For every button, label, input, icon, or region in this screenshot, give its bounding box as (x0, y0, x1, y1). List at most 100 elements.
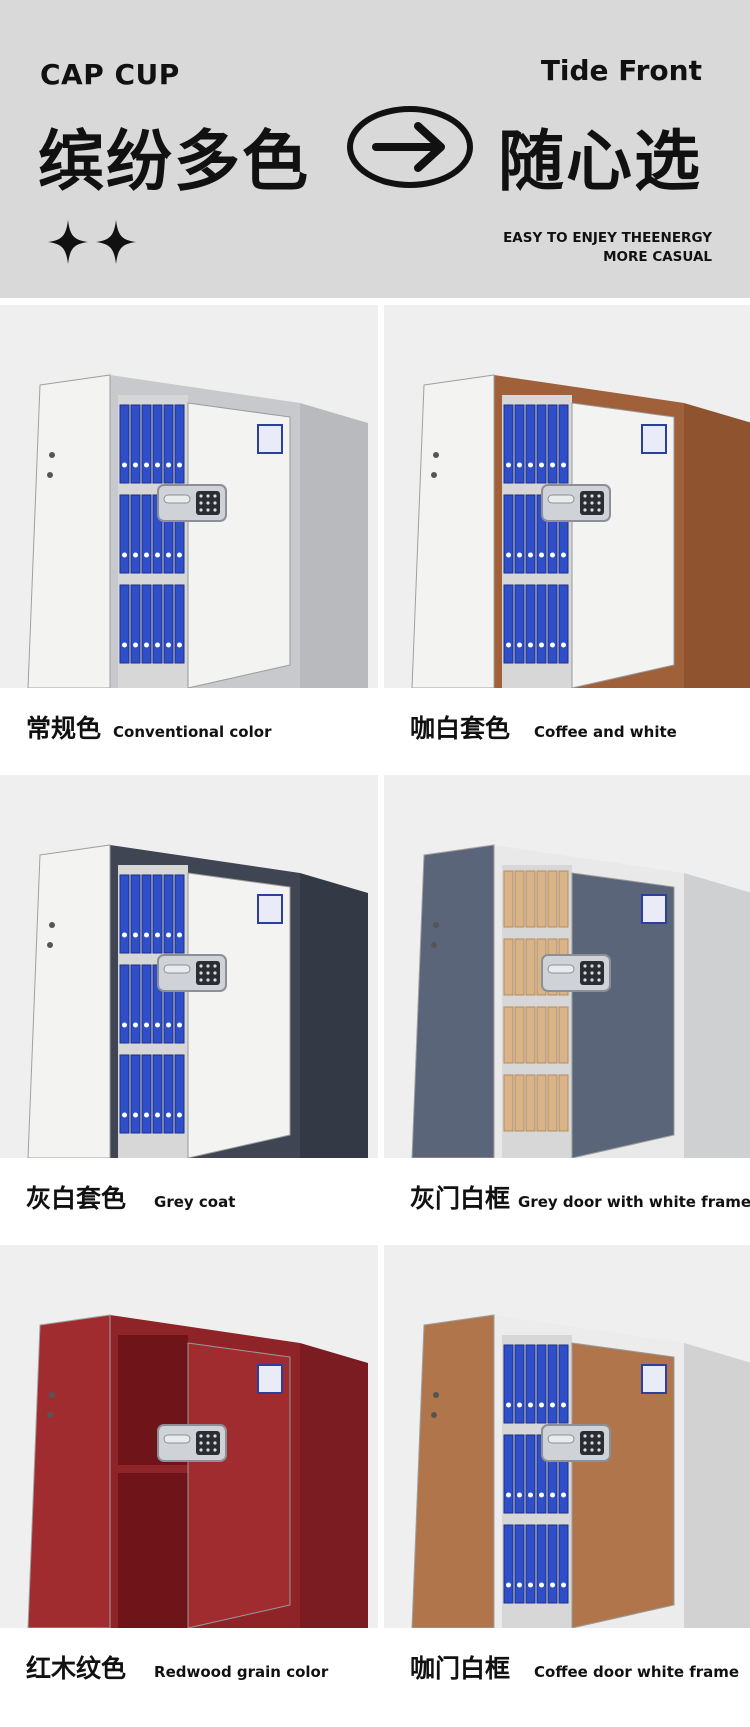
binder-ring (517, 1582, 522, 1588)
binder (514, 1524, 525, 1604)
keypad-button (206, 494, 210, 498)
archive-box (536, 870, 547, 928)
hinge (49, 452, 55, 458)
lock-handle (163, 964, 191, 974)
variant-panel[interactable]: 咖门白框 Coffee door white frame (384, 1245, 750, 1715)
binder (163, 1054, 174, 1134)
open-door (411, 1314, 495, 1628)
binder-ring (122, 1022, 127, 1028)
keypad-button (213, 964, 217, 968)
keypad-button (583, 508, 587, 512)
headline-right: 随心选 (498, 123, 702, 200)
keypad-button (199, 508, 203, 512)
binder (130, 1054, 141, 1134)
cabinet-door (571, 1342, 675, 1628)
binder-ring (539, 462, 544, 468)
binder-ring (517, 1402, 522, 1408)
binder (503, 1524, 514, 1604)
keypad-button (206, 971, 210, 975)
archive-box (536, 1006, 547, 1064)
binder-ring (133, 462, 138, 468)
binder (163, 874, 174, 954)
keypad-button (583, 1448, 587, 1452)
binder-ring (550, 1582, 555, 1588)
binder (130, 404, 141, 484)
open-door (411, 374, 495, 688)
cabinet-side (300, 873, 368, 1158)
binder-ring (155, 932, 160, 938)
keypad-button (199, 1441, 203, 1445)
label-sticker (257, 1364, 283, 1394)
binder-ring (144, 1112, 149, 1118)
binder-ring (517, 552, 522, 558)
cabinet-photo (384, 305, 750, 688)
binder-ring (166, 1112, 171, 1118)
cabinet-side (684, 1343, 750, 1628)
keypad-button (590, 971, 594, 975)
binder-ring (506, 642, 511, 648)
variant-panel[interactable]: 常规色 Conventional color (0, 305, 378, 775)
variant-name-cn: 常规色 (26, 714, 102, 743)
binder (558, 404, 569, 484)
hinge (431, 472, 437, 478)
cabinet-photo (0, 1245, 378, 1628)
binder-ring (539, 552, 544, 558)
keypad-button (213, 1441, 217, 1445)
archive-box (525, 870, 536, 928)
binder (141, 494, 152, 574)
archive-box (547, 1074, 558, 1132)
binder (503, 584, 514, 664)
archive-box (514, 1006, 525, 1064)
keypad-button (590, 508, 594, 512)
variant-name-cn: 红木纹色 (26, 1654, 127, 1683)
keypad-button (206, 978, 210, 982)
hinge (433, 1392, 439, 1398)
binder (547, 404, 558, 484)
archive-box (525, 938, 536, 996)
binder-ring (550, 1492, 555, 1498)
keypad-button (590, 964, 594, 968)
label-sticker (641, 894, 667, 924)
open-door (27, 1314, 111, 1628)
hinge (431, 942, 437, 948)
variant-panel[interactable]: 咖白套色 Coffee and white (384, 305, 750, 775)
binder (152, 1054, 163, 1134)
archive-box (514, 938, 525, 996)
keypad-button (199, 1448, 203, 1452)
binder-ring (133, 1022, 138, 1028)
keypad-button (206, 1448, 210, 1452)
binder (119, 1054, 130, 1134)
binder-ring (155, 462, 160, 468)
keypad-button (583, 964, 587, 968)
four-point-star-icon (48, 220, 88, 264)
binder-ring (539, 1582, 544, 1588)
keypad-button (590, 1441, 594, 1445)
binder-ring (561, 462, 566, 468)
open-door (27, 374, 111, 688)
four-point-star-icon (96, 220, 136, 264)
archive-box (525, 1074, 536, 1132)
variant-panel[interactable]: 灰白套色 Grey coat (0, 775, 378, 1245)
cap-cup-label: CAP CUP (40, 58, 180, 91)
binder (119, 404, 130, 484)
binder-ring (122, 462, 127, 468)
hinge (49, 1392, 55, 1398)
binder-ring (506, 1582, 511, 1588)
binder (558, 584, 569, 664)
binder-ring (166, 932, 171, 938)
binder (525, 1524, 536, 1604)
keypad-button (597, 494, 601, 498)
variant-name-en: Coffee door white frame (534, 1663, 740, 1681)
hinge (49, 922, 55, 928)
keypad-button (583, 494, 587, 498)
binder (130, 964, 141, 1044)
variant-panel[interactable]: 红木纹色 Redwood grain color (0, 1245, 378, 1715)
binder-ring (133, 642, 138, 648)
variant-panel[interactable]: 灰门白框 Grey door with white frame (384, 775, 750, 1245)
keypad-button (206, 1434, 210, 1438)
keypad-button (206, 1441, 210, 1445)
binder-ring (144, 932, 149, 938)
keypad-button (206, 508, 210, 512)
binder-ring (528, 552, 533, 558)
tide-front-label: Tide Front (540, 54, 702, 87)
